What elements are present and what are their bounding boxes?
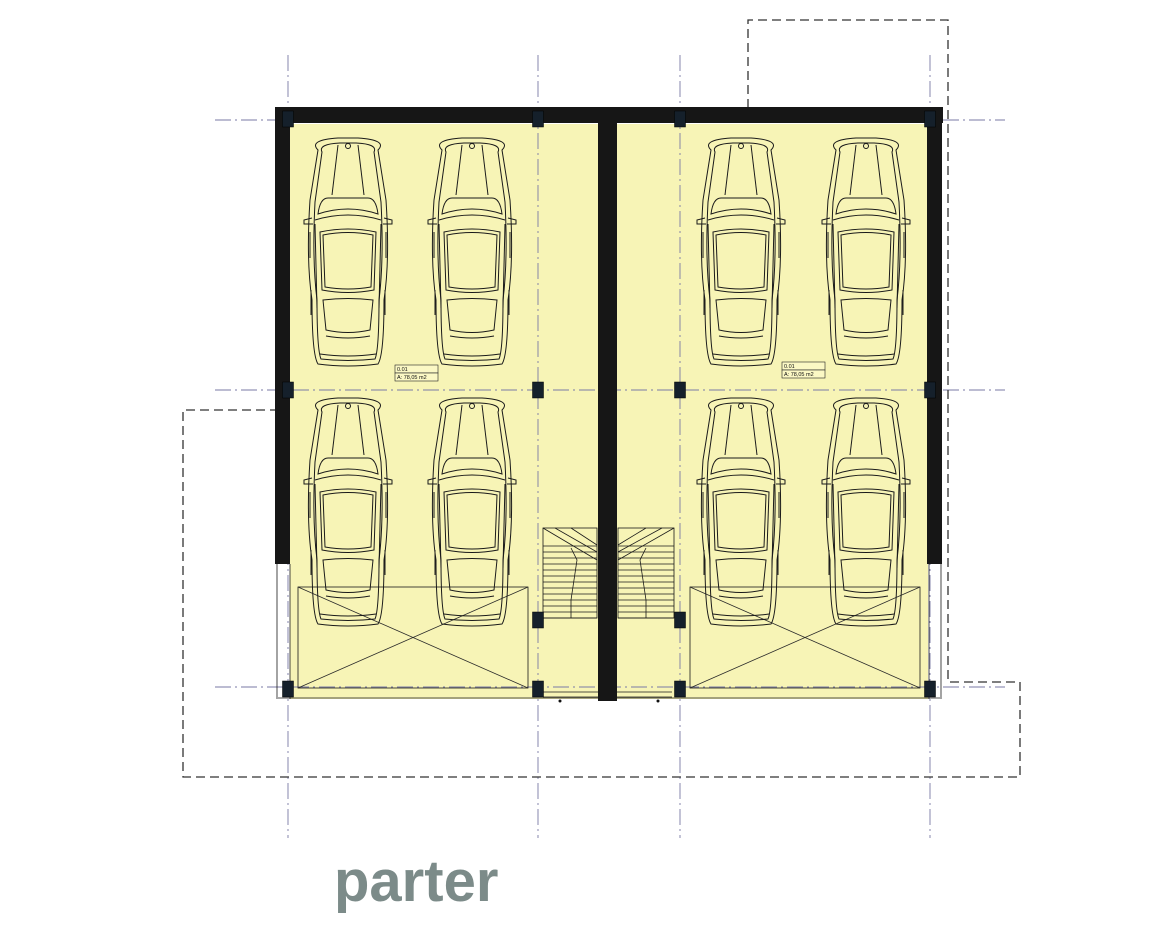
- column: [532, 381, 544, 399]
- garage-front: [276, 564, 942, 699]
- column: [532, 110, 544, 128]
- projection-outlines: [182, 19, 1021, 778]
- garage-door-left: [297, 586, 529, 689]
- garage-door-right: [689, 586, 921, 689]
- car: [696, 397, 786, 627]
- room-label-right: 0.01 A: 78,05 m2: [781, 361, 826, 379]
- car: [427, 397, 517, 627]
- column: [282, 680, 294, 698]
- column: [282, 381, 294, 399]
- car: [427, 137, 517, 367]
- column: [924, 680, 936, 698]
- car: [821, 397, 911, 627]
- column: [674, 381, 686, 399]
- column: [674, 611, 686, 629]
- cars: [303, 137, 911, 627]
- room-number: 0.01: [397, 367, 408, 373]
- plan-title: parter: [334, 849, 499, 914]
- column: [674, 110, 686, 128]
- walls: [275, 107, 943, 701]
- column: [924, 381, 936, 399]
- room-number: 0.01: [784, 364, 795, 370]
- columns: [282, 110, 936, 698]
- stairs-left: [542, 527, 598, 619]
- room-area: A: 78,05 m2: [784, 372, 814, 378]
- column: [924, 110, 936, 128]
- car: [303, 397, 393, 627]
- column: [532, 680, 544, 698]
- car: [696, 137, 786, 367]
- room-area: A: 78,05 m2: [397, 375, 427, 381]
- car: [303, 137, 393, 367]
- room-label-left: 0.01 A: 78,05 m2: [394, 364, 439, 382]
- stairs-right: [617, 527, 675, 619]
- car: [821, 137, 911, 367]
- entrance: [543, 691, 672, 703]
- column: [532, 611, 544, 629]
- column: [282, 110, 294, 128]
- column: [674, 680, 686, 698]
